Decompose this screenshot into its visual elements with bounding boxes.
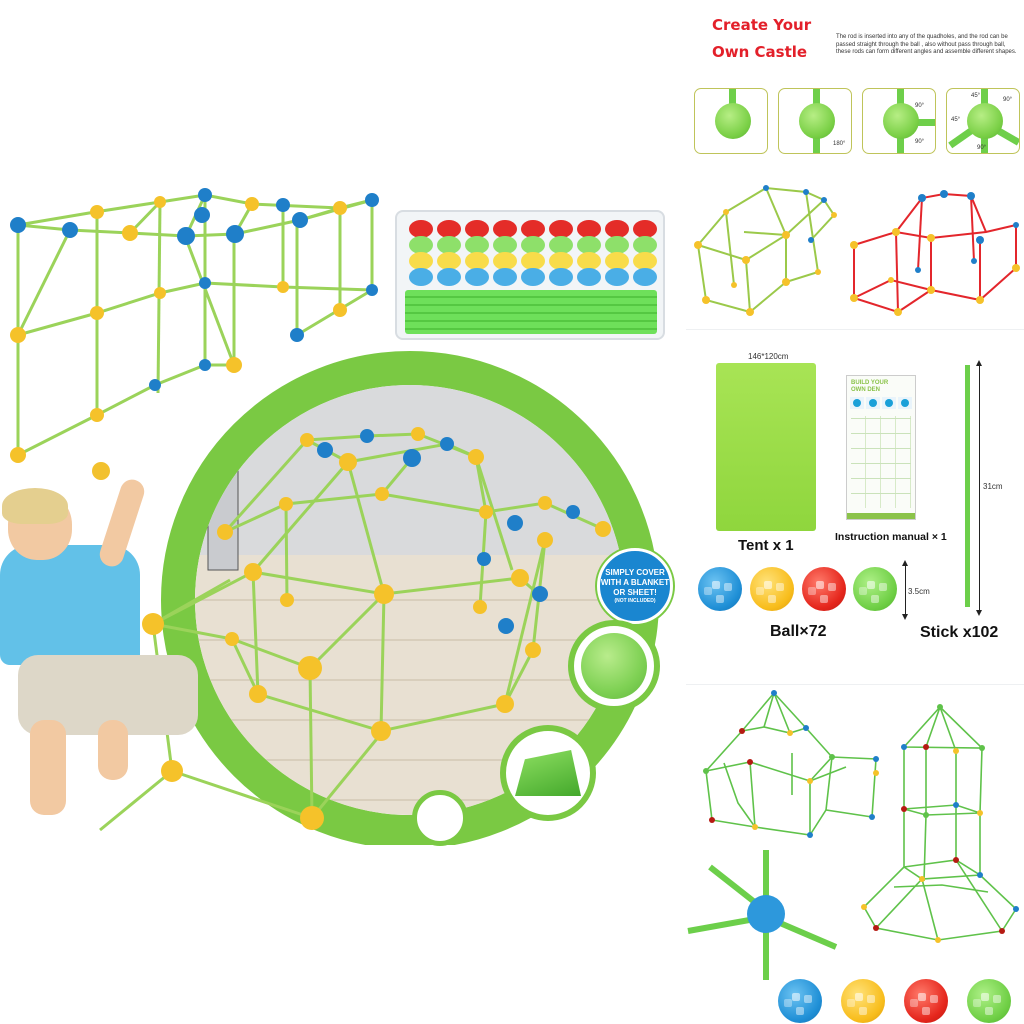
callout-line: SIMPLY COVER: [605, 567, 665, 577]
assembly-description: The rod is inserted into any of the quad…: [836, 34, 1017, 55]
ball-red-icon: [802, 567, 846, 611]
ball-blue-icon: [778, 979, 822, 1023]
ball-green-icon: [853, 567, 897, 611]
main-product-image: SIMPLY COVER WITH A BLANKET OR SHEET! (N…: [0, 175, 680, 846]
storage-tray-image: [395, 210, 665, 340]
ball-size-arrow: [902, 560, 908, 620]
covered-tent-circle: [500, 725, 596, 821]
title-line-1: Create Your: [712, 16, 812, 34]
angle-step-45: 45° 45° 90° 90°: [946, 88, 1020, 154]
manual-title: OWN DEN: [851, 387, 880, 393]
ball-red-icon: [904, 979, 948, 1023]
tent-image: [716, 363, 816, 531]
angle-step-90: 90° 90°: [862, 88, 936, 154]
angle-steps: 180° 90° 90° 45° 45° 90° 90°: [694, 88, 1020, 154]
ball-count-label: Ball×72: [770, 623, 827, 640]
tent-size-label: 146*120cm: [748, 352, 789, 361]
ball-closeup-circle: [568, 620, 660, 712]
example-structures-panel: [686, 160, 1024, 330]
held-ball: [92, 462, 110, 480]
ball-size-label: 3.5cm: [908, 587, 930, 596]
tower-and-house-illustration: [687, 690, 1019, 980]
tray-row-red: [409, 220, 657, 238]
title-line-2: Own Castle: [712, 43, 808, 61]
angle-step-180: 180°: [778, 88, 852, 154]
green-ball-icon: [581, 633, 647, 699]
connector-ball-icon: [747, 895, 785, 933]
tray-row-green: [409, 236, 657, 254]
boy-hair: [2, 488, 68, 524]
angle-step-straight: [694, 88, 768, 154]
manual-label: Instruction manual × 1: [835, 531, 947, 543]
ball-yellow-icon: [750, 567, 794, 611]
ball-blue-icon: [698, 567, 742, 611]
stick-length-label: 31cm: [983, 482, 1003, 491]
stick-length-arrow: [976, 360, 982, 616]
cover-callout-badge: SIMPLY COVER WITH A BLANKET OR SHEET! (N…: [597, 548, 673, 624]
sketch-circle: [412, 790, 468, 846]
balls-top-left: [10, 188, 379, 463]
example-structures-illustration: [694, 185, 1020, 316]
ball-green-icon: [967, 979, 1011, 1023]
boy-leg: [30, 720, 66, 815]
package-contents-panel: 146*120cm Tent x 1 BUILD YOUR OWN DEN In…: [686, 335, 1024, 680]
fort-frame-illustration: [10, 188, 659, 845]
create-castle-panel: Create Your Own Castle The rod is insert…: [686, 0, 1024, 160]
stick-count-label: Stick x102: [920, 624, 999, 641]
callout-note: (NOT INCLUDED): [614, 597, 656, 604]
callout-line: WITH A BLANKET: [600, 577, 670, 587]
ball-yellow-icon: [841, 979, 885, 1023]
instruction-manual-image: BUILD YOUR OWN DEN: [846, 375, 916, 520]
tent-label: Tent x 1: [738, 537, 794, 554]
tray-sticks: [405, 290, 657, 334]
callout-line: OR SHEET!: [613, 587, 657, 597]
balls-dome: [142, 427, 611, 830]
tray-row-blue: [409, 268, 657, 286]
right-column: Create Your Own Castle The rod is insert…: [686, 0, 1024, 1024]
tent-icon: [515, 750, 581, 796]
stick-image: [965, 365, 970, 607]
manual-title: BUILD YOUR: [851, 380, 889, 386]
structures-and-balls-panel: [686, 684, 1024, 1024]
boy-leg: [98, 720, 128, 780]
tray-row-yellow: [409, 252, 657, 270]
